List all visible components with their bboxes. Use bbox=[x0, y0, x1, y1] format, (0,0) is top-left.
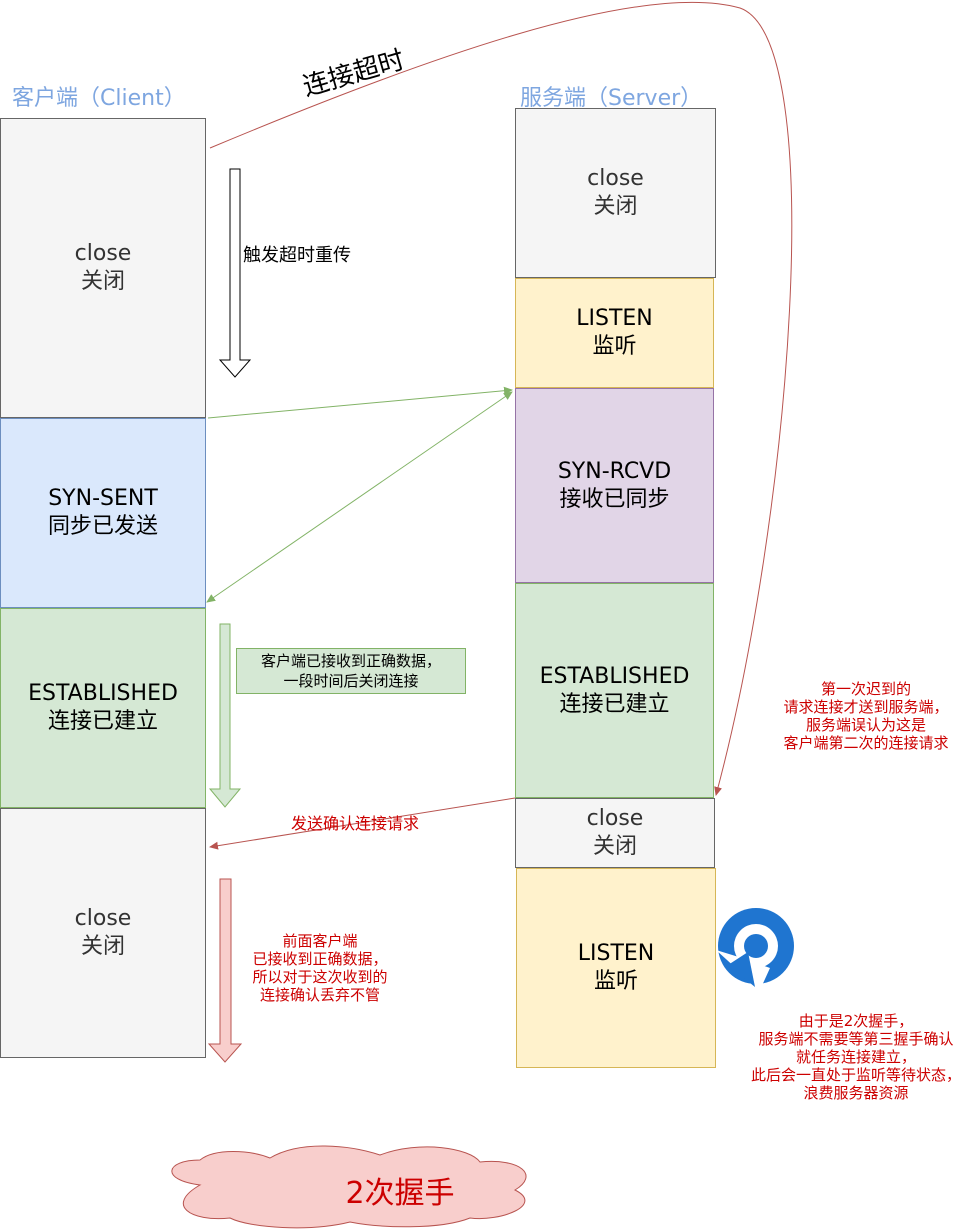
server-misjudge-note: 第一次迟到的 请求连接才送到服务端， 服务端误认为这是 客户端第二次的连接请求 bbox=[783, 680, 949, 752]
logo-icon bbox=[716, 908, 794, 990]
state-zh-label: 接收已同步 bbox=[559, 486, 670, 512]
server-title: 服务端（Server） bbox=[520, 86, 703, 111]
send-confirm-label: 发送确认连接请求 bbox=[291, 814, 420, 833]
state-en-label: LISTEN bbox=[576, 306, 653, 331]
client-ignore-note: 前面客户端 已接收到正确数据， 所以对于这次收到的 连接确认丢弃不管 bbox=[252, 932, 388, 1004]
client-established-arrow bbox=[208, 623, 242, 808]
cloud-label: 2次握手 bbox=[345, 1176, 455, 1211]
server-waste-note: 由于是2次握手， 服务端不需要等第三握手确认 就任务连接建立， 此后会一直处于监… bbox=[750, 1012, 961, 1102]
state-en-label: SYN-RCVD bbox=[557, 458, 672, 484]
handshake-cloud bbox=[171, 1145, 527, 1229]
syn-ack-arrow bbox=[206, 391, 513, 603]
state-zh-label: 关闭 bbox=[80, 269, 125, 294]
retransmit-arrow bbox=[218, 168, 252, 378]
state-zh-label: 连接已建立 bbox=[47, 709, 158, 734]
state-en-label: close bbox=[586, 806, 644, 831]
state-en-label: SYN-SENT bbox=[48, 486, 158, 511]
confirm-arrow bbox=[209, 797, 516, 850]
state-zh-label: 监听 bbox=[592, 334, 637, 359]
state-en-label: close bbox=[587, 166, 644, 191]
client-state-close-2: close 关闭 bbox=[0, 808, 206, 1058]
client-state-syn-sent: SYN-SENT 同步已发送 bbox=[0, 418, 206, 608]
state-zh-label: 关闭 bbox=[80, 934, 125, 959]
state-zh-label: 同步已发送 bbox=[47, 514, 158, 539]
server-state-listen: LISTEN 监听 bbox=[515, 278, 714, 388]
server-state-syn-rcvd: SYN-RCVD 接收已同步 bbox=[515, 388, 714, 583]
server-state-listen-2: LISTEN 监听 bbox=[516, 868, 716, 1068]
retransmit-label: 触发超时重传 bbox=[243, 245, 351, 266]
client-title: 客户端（Client） bbox=[12, 86, 186, 111]
client-ignore-arrow bbox=[207, 878, 243, 1063]
server-state-close-2: close 关闭 bbox=[515, 798, 715, 868]
client-state-close: close 关闭 bbox=[0, 118, 206, 418]
syn-arrow bbox=[207, 386, 513, 419]
state-zh-label: 关闭 bbox=[592, 834, 637, 859]
server-state-established: ESTABLISHED 连接已建立 bbox=[515, 583, 714, 798]
server-state-close: close 关闭 bbox=[515, 108, 716, 278]
client-state-established: ESTABLISHED 连接已建立 bbox=[0, 608, 206, 808]
state-zh-label: 连接已建立 bbox=[559, 691, 670, 717]
state-en-label: ESTABLISHED bbox=[28, 681, 178, 706]
timeout-curve bbox=[209, 1, 793, 796]
state-en-label: close bbox=[74, 241, 132, 266]
state-en-label: close bbox=[74, 906, 132, 931]
client-received-note: 客户端已接收到正确数据， 一段时间后关闭连接 bbox=[236, 648, 466, 694]
state-zh-label: 监听 bbox=[593, 969, 638, 994]
state-zh-label: 关闭 bbox=[593, 194, 638, 219]
state-en-label: LISTEN bbox=[577, 941, 655, 966]
state-en-label: ESTABLISHED bbox=[539, 663, 690, 689]
